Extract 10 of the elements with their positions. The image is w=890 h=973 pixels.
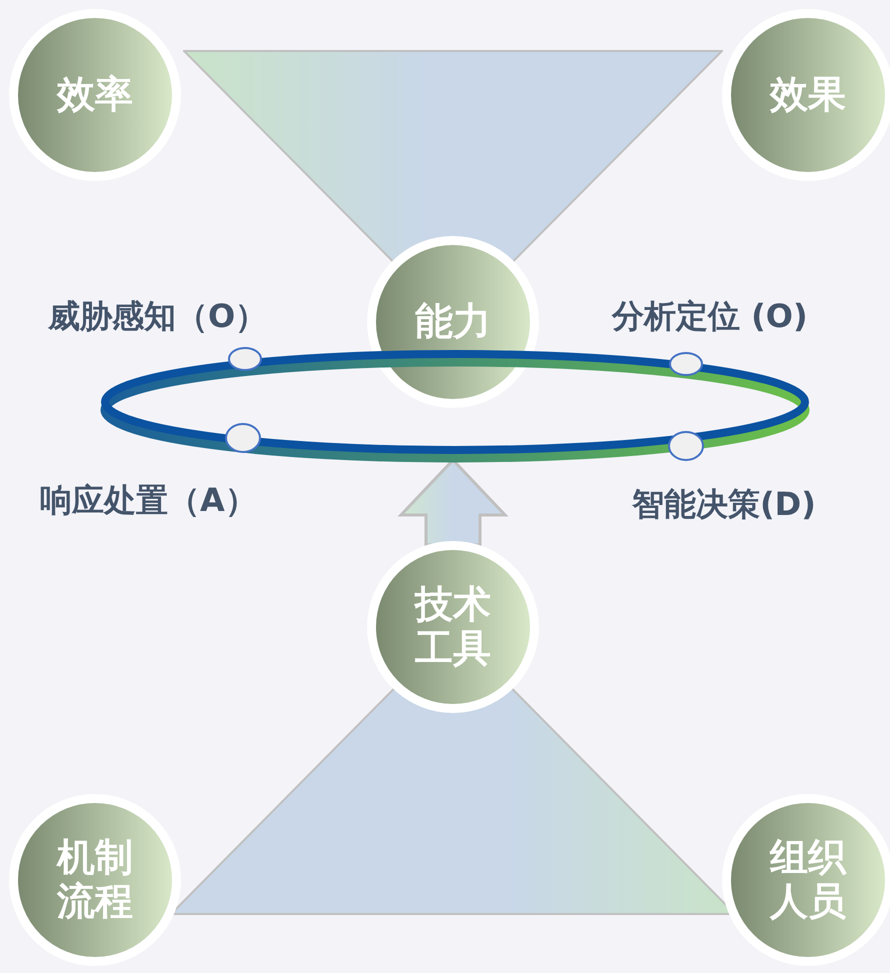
- stage-label: 响应处置（A）: [40, 480, 257, 521]
- stage-label: 分析定位 (O): [612, 296, 808, 337]
- node-label: 机制流程: [55, 836, 134, 924]
- node-label: 技术工具: [413, 583, 492, 671]
- node-label: 效果: [770, 73, 846, 117]
- stage-label: 智能决策(D): [632, 484, 816, 525]
- node-label: 能力: [415, 300, 491, 344]
- node-label: 效率: [57, 73, 133, 117]
- stage-label: 威胁感知（O）: [48, 296, 268, 337]
- node-label: 组织人员: [768, 836, 848, 924]
